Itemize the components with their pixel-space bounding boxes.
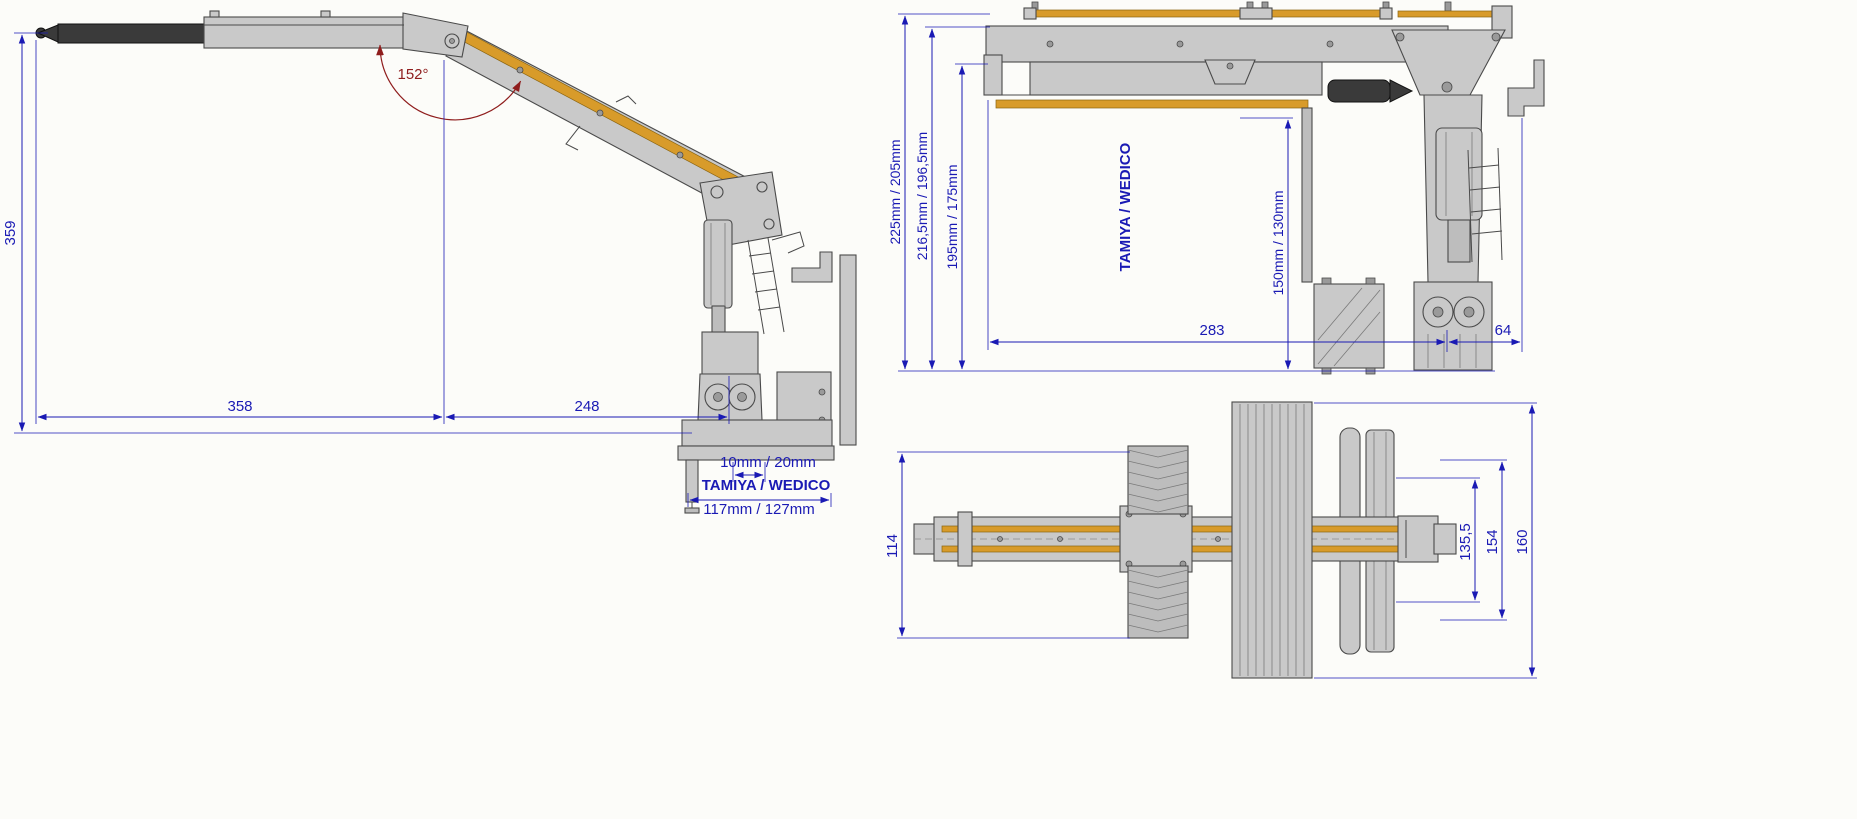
rear-brand-label: TAMIYA / WEDICO xyxy=(1117,142,1134,271)
rear-inner-height-dimension: 150mm / 130mm xyxy=(1240,117,1293,370)
top-dim-c-label: 160 xyxy=(1514,529,1531,554)
side-offset-label: 10mm / 20mm xyxy=(720,454,816,471)
rear-height-dimensions: 225mm / 205mm 216,5mm / 196,5mm 195mm / … xyxy=(887,13,1495,372)
side-length-rear-label: 358 xyxy=(227,398,252,415)
rear-height-body-label: 195mm / 175mm xyxy=(944,164,960,269)
rear-height-mid-label: 216,5mm / 196,5mm xyxy=(914,132,930,260)
top-boom xyxy=(913,505,1457,573)
side-base-width-label: 117mm / 127mm xyxy=(703,501,814,518)
side-length-dimensions: 358 248 xyxy=(35,40,730,424)
rear-base xyxy=(1313,277,1493,375)
top-view: 114 135,5 154 160 xyxy=(884,401,1537,679)
side-brand-label: TAMIYA / WEDICO xyxy=(702,477,831,494)
side-length-front-label: 248 xyxy=(574,398,599,415)
rear-top-rails xyxy=(1023,1,1513,39)
side-base-dimensions: 10mm / 20mm TAMIYA / WEDICO 117mm / 127m… xyxy=(687,454,832,518)
rear-height-inner-label: 150mm / 130mm xyxy=(1270,190,1286,295)
top-right-dimensions: 135,5 154 160 xyxy=(1314,402,1537,679)
rear-view: TAMIYA / WEDICO 225mm / 205mm 216,5mm / … xyxy=(887,1,1545,375)
top-ribbed-plate xyxy=(1231,401,1313,679)
top-width-left-label: 114 xyxy=(884,534,901,558)
side-height-dimension: 359 xyxy=(2,32,692,434)
rear-column-assembly xyxy=(1391,29,1545,283)
rear-width-side-label: 64 xyxy=(1495,322,1512,339)
top-dim-a-label: 135,5 xyxy=(1457,523,1474,561)
side-diagonal-boom xyxy=(445,26,758,215)
rear-width-dimensions: 283 64 xyxy=(987,100,1523,352)
side-column-base xyxy=(677,251,857,514)
side-hydraulic-cylinder xyxy=(703,219,733,350)
side-view: 152° 359 358 248 10mm / 20mm TAMIYA / WE… xyxy=(2,10,857,518)
side-step-ladder xyxy=(747,237,785,335)
top-accordion-beam xyxy=(1127,445,1189,639)
top-dim-b-label: 154 xyxy=(1484,529,1501,554)
side-angle-dimension: 152° xyxy=(376,44,522,121)
rear-height-total-label: 225mm / 205mm xyxy=(887,139,903,244)
side-height-label: 359 xyxy=(2,220,19,245)
rear-main-body xyxy=(983,25,1449,283)
top-left-dimension: 114 xyxy=(884,451,1130,639)
rear-width-main-label: 283 xyxy=(1199,322,1224,339)
side-angle-label: 152° xyxy=(397,66,428,83)
side-main-boom xyxy=(35,10,469,58)
